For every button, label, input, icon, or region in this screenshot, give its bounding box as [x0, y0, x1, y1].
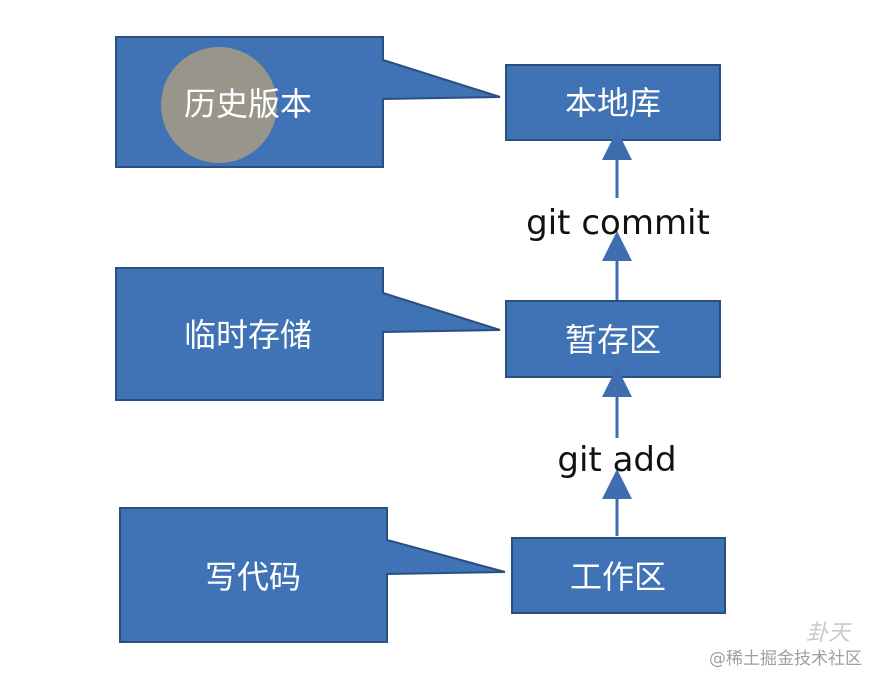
stage-staging: 暂存区 — [505, 300, 721, 378]
signature-mark: 卦天 — [805, 621, 850, 646]
command-git-commit: git commit — [526, 203, 710, 243]
watermark: @稀土掘金技术社区 — [709, 649, 862, 669]
stage-workspace: 工作区 — [511, 537, 726, 614]
cursor-highlight — [161, 47, 277, 163]
stage-staging-label: 暂存区 — [565, 321, 661, 359]
callout-temp-storage: 临时存储 — [115, 267, 501, 401]
callout-temp-label: 临时存储 — [184, 316, 312, 354]
command-git-add: git add — [557, 440, 676, 480]
callout-write-label: 写代码 — [205, 558, 301, 596]
callout-history: 历史版本 — [115, 36, 501, 168]
callout-write-code: 写代码 — [119, 507, 506, 643]
callout-history-label: 历史版本 — [184, 85, 312, 123]
stage-local-repo-label: 本地库 — [565, 84, 661, 122]
stage-local-repo: 本地库 — [505, 64, 721, 141]
stage-workspace-label: 工作区 — [570, 558, 666, 596]
